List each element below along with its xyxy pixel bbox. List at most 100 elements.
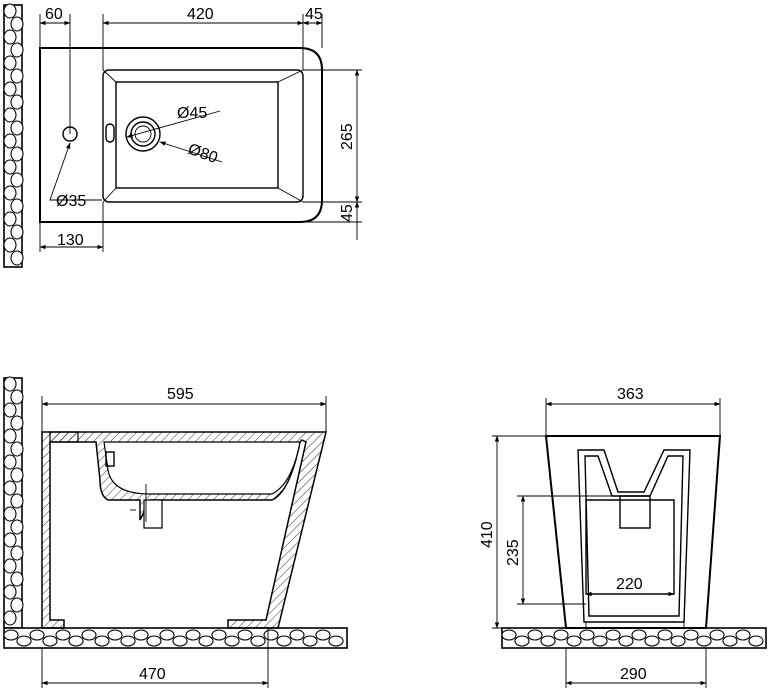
dim-bowl-length: 420: [187, 6, 214, 23]
dim-drain-outer: Ø80: [186, 141, 220, 167]
pebble: [42, 635, 58, 647]
front-floor: [501, 627, 767, 649]
pebble: [16, 635, 32, 647]
dim-tap-hole: Ø35: [56, 193, 86, 210]
pebble: [10, 250, 24, 266]
pebble: [10, 493, 24, 509]
pebble: [289, 629, 305, 641]
pebble: [3, 211, 17, 227]
pebble: [3, 29, 17, 45]
pebble: [250, 635, 266, 647]
pebble: [185, 629, 201, 641]
pebble: [10, 146, 24, 162]
pebble: [3, 237, 17, 253]
pebble: [55, 629, 71, 641]
pebble: [3, 428, 17, 444]
pebble: [696, 635, 712, 647]
pebble: [10, 68, 24, 84]
dim-base-length: 470: [139, 666, 166, 683]
pebble: [618, 635, 634, 647]
pebble: [722, 635, 738, 647]
pebble: [146, 635, 162, 647]
dim-total-length: 595: [167, 386, 194, 403]
pebble: [670, 635, 686, 647]
pebble: [81, 629, 97, 641]
pebble: [579, 629, 595, 641]
pebble: [237, 629, 253, 641]
top-wall: [3, 3, 24, 268]
pebble: [10, 441, 24, 457]
pebble: [224, 635, 240, 647]
pebble: [107, 629, 123, 641]
pebble: [10, 224, 24, 240]
top-bowl-outer: [102, 69, 304, 203]
dim-drain-inner: Ø45: [177, 105, 207, 122]
pebble: [3, 376, 17, 392]
pebble: [172, 635, 188, 647]
dim-rim-right: 45: [305, 6, 323, 23]
dim-tap-offset: 60: [45, 6, 63, 23]
dim-total-width: 363: [617, 386, 644, 403]
pebble: [3, 107, 17, 123]
pebble: [159, 629, 175, 641]
dim-outlet-height: 235: [505, 539, 522, 566]
top-view: 60 420 45 265 45 Ø45 Ø80 Ø35 130: [3, 3, 362, 268]
pebble: [605, 629, 621, 641]
pebble: [3, 532, 17, 548]
overflow-slot: [105, 123, 115, 143]
pebble: [3, 55, 17, 71]
pebble: [3, 584, 17, 600]
pebble: [540, 635, 556, 647]
pebble: [3, 402, 17, 418]
pebble: [553, 629, 569, 641]
side-wall: [3, 376, 24, 629]
pebble: [735, 629, 751, 641]
pebble: [211, 629, 227, 641]
pebble: [10, 94, 24, 110]
pebble: [10, 519, 24, 535]
pebble: [514, 635, 530, 647]
pebble: [3, 480, 17, 496]
pebble: [315, 629, 331, 641]
pebble: [276, 635, 292, 647]
pebble: [10, 597, 24, 613]
pebble: [683, 629, 699, 641]
drain: [125, 116, 161, 152]
pebble: [10, 42, 24, 58]
pebble: [133, 629, 149, 641]
pebble: [10, 415, 24, 431]
dim-bowl-width: 265: [339, 123, 356, 150]
pebble: [3, 159, 17, 175]
pebble: [3, 185, 17, 201]
side-floor: [3, 627, 348, 649]
pebble: [3, 558, 17, 574]
pebble: [748, 635, 764, 647]
pebble: [3, 506, 17, 522]
pebble: [10, 467, 24, 483]
pebble: [10, 389, 24, 405]
dim-height: 410: [479, 521, 496, 548]
side-view: 595 470: [3, 376, 348, 688]
pebble: [29, 629, 45, 641]
dim-base-width: 290: [620, 666, 647, 683]
pebble: [566, 635, 582, 647]
pebble: [631, 629, 647, 641]
pebble: [10, 545, 24, 561]
pebble: [657, 629, 673, 641]
dim-rim-bottom: 45: [339, 204, 356, 222]
top-bowl-inner: [115, 81, 279, 189]
pebble: [644, 635, 660, 647]
pebble: [3, 454, 17, 470]
pebble: [68, 635, 84, 647]
pebble: [120, 635, 136, 647]
pebble: [3, 81, 17, 97]
pebble: [302, 635, 318, 647]
pebble: [328, 635, 344, 647]
front-outlet-opening: [619, 495, 651, 529]
pebble: [3, 629, 19, 641]
pebble: [592, 635, 608, 647]
pebble: [709, 629, 725, 641]
pebble: [10, 198, 24, 214]
pebble: [3, 133, 17, 149]
